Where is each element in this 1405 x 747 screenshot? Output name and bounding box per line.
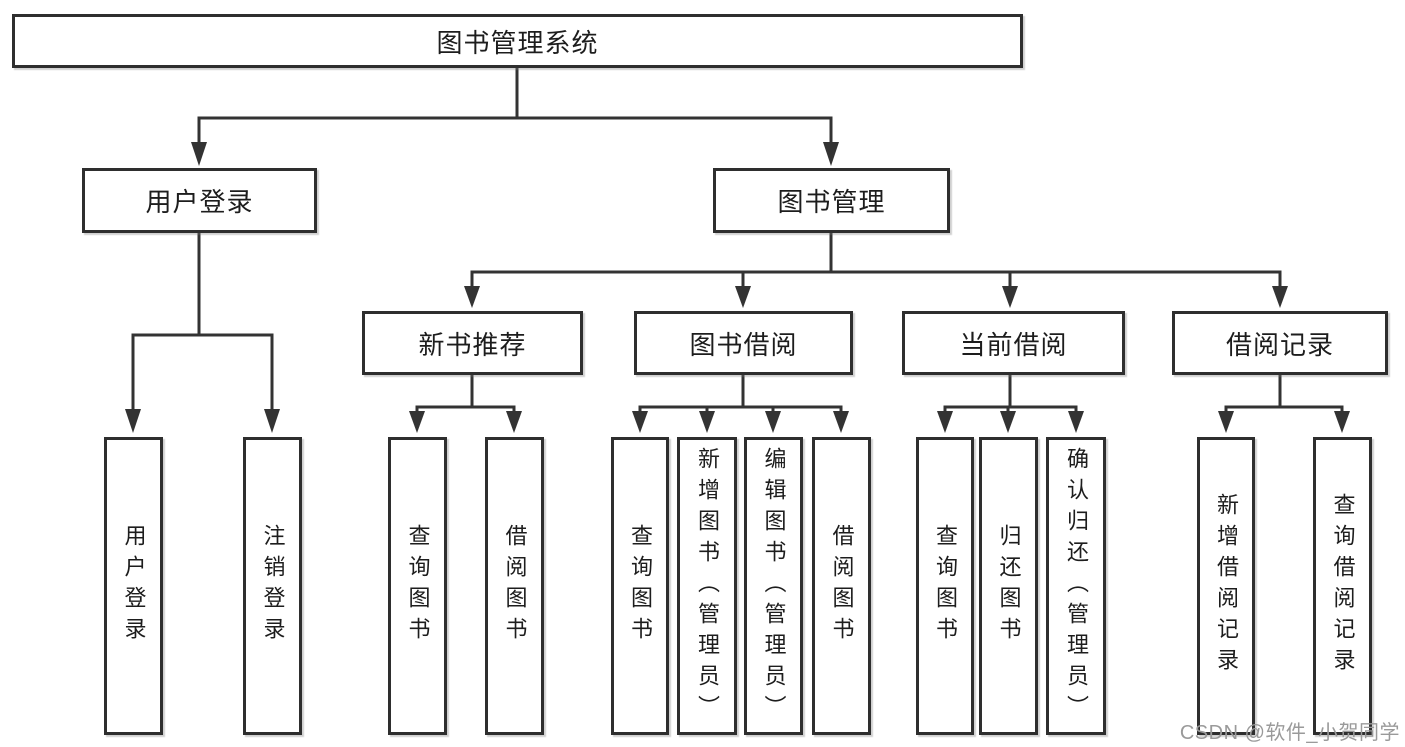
node-book-borrow: 图书借阅 — [634, 311, 853, 375]
leaf-add-book-admin: 新增图书（管理员） — [677, 437, 737, 735]
connector-root-to-level2 — [191, 68, 839, 166]
leaf-return-book: 归还图书 — [979, 437, 1038, 735]
connector-current-borrow-to-leaves — [937, 375, 1084, 433]
connector-borrow-record-to-leaves — [1218, 375, 1350, 433]
leaf-user-login: 用户登录 — [104, 437, 163, 735]
leaf-borrow-book: 借阅图书 — [812, 437, 871, 735]
leaf-add-borrow-record: 新增借阅记录 — [1197, 437, 1255, 735]
leaf-confirm-return-admin: 确认归还（管理员） — [1046, 437, 1106, 735]
leaf-borrow-book-recommend: 借阅图书 — [485, 437, 544, 735]
csdn-watermark: CSDN @软件_小贺同学 — [1179, 722, 1400, 744]
node-book-management: 图书管理 — [713, 168, 950, 233]
connector-book-borrow-to-leaves — [632, 375, 849, 433]
node-borrow-record: 借阅记录 — [1172, 311, 1388, 375]
connector-user-login-to-leaves — [125, 233, 280, 433]
node-current-borrow: 当前借阅 — [902, 311, 1125, 375]
leaf-query-book-current: 查询图书 — [916, 437, 974, 735]
leaf-edit-book-admin: 编辑图书（管理员） — [744, 437, 803, 735]
leaf-query-borrow-record: 查询借阅记录 — [1313, 437, 1372, 735]
node-root-library-system: 图书管理系统 — [12, 14, 1023, 68]
connector-book-mgmt-to-level3 — [464, 233, 1288, 308]
leaf-query-book-borrow: 查询图书 — [611, 437, 669, 735]
leaf-logout: 注销登录 — [243, 437, 302, 735]
leaf-query-book-recommend: 查询图书 — [388, 437, 447, 735]
connector-new-book-to-leaves — [409, 375, 522, 433]
node-user-login: 用户登录 — [82, 168, 317, 233]
node-new-book-recommend: 新书推荐 — [362, 311, 583, 375]
